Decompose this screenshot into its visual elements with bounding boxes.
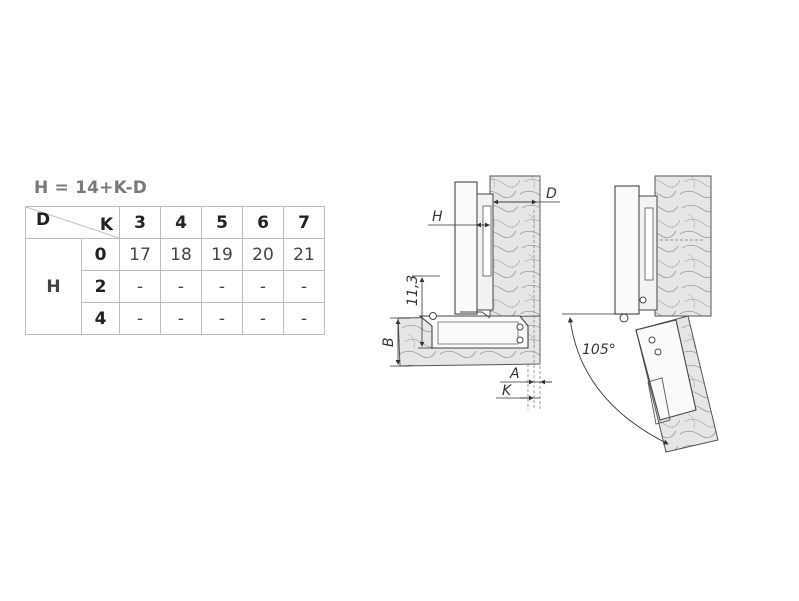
table-cell: - [119,302,161,335]
hinge-cup [418,315,529,349]
table-row: H 0 17 18 19 20 21 [25,238,325,335]
table-cell: 19 [201,238,243,271]
d-header: 6 [242,206,284,239]
row-label-h: H [25,238,82,335]
closed-hinge-view: D H 11,3 B A K [381,175,560,410]
table-corner-cell: D K [25,206,120,239]
pivot-rivet-open [619,313,629,323]
hinge-arm-open [614,185,640,315]
corner-label-d: D [36,210,51,230]
table-cell: - [283,302,325,335]
label-b: B [381,337,397,347]
plate-slot [482,205,492,277]
hinge-overlay-table: D K 3 4 5 6 7 H 0 17 18 19 20 21 2 - - -… [25,206,325,335]
cabinet-side-panel [489,175,541,321]
hinge-arm [454,181,478,315]
cup-rivet-open [654,348,662,356]
label-d: D [546,186,557,202]
d-header: 7 [283,206,325,239]
table-cell: - [242,302,284,335]
corner-diagonal [26,207,119,238]
label-k: K [502,383,513,399]
plate-slot-open [644,207,654,281]
formula: H = 14+K-D [34,178,148,198]
opening-angle-arc [567,317,669,445]
table-cell: - [160,302,202,335]
corner-label-k: K [99,215,113,235]
pivot-rivet [429,312,437,320]
table-cell: 18 [160,238,202,271]
label-angle: 105° [582,342,616,358]
table-row: 4 - - - - - [26,302,325,335]
table-cell: - [283,270,325,303]
table-cell: - [201,302,243,335]
k-value: 2 [81,270,120,303]
label-11-3: 11,3 [405,275,421,306]
open-hinge-view: 105° [562,175,719,453]
arm-knuckle [460,311,491,319]
table-row: 2 - - - - - [26,270,325,303]
cup-rivet [516,323,524,331]
pivot-rivet-open [639,296,647,304]
cup-rivet-open [648,336,656,344]
table-cell: 21 [283,238,325,271]
table-cell: - [119,270,161,303]
cabinet-side-panel-open [654,175,712,317]
hinge-cup-inner [437,321,519,345]
d-header: 4 [160,206,202,239]
label-a: A [509,366,520,382]
cup-rivet [516,336,524,344]
label-h: H [432,209,443,225]
